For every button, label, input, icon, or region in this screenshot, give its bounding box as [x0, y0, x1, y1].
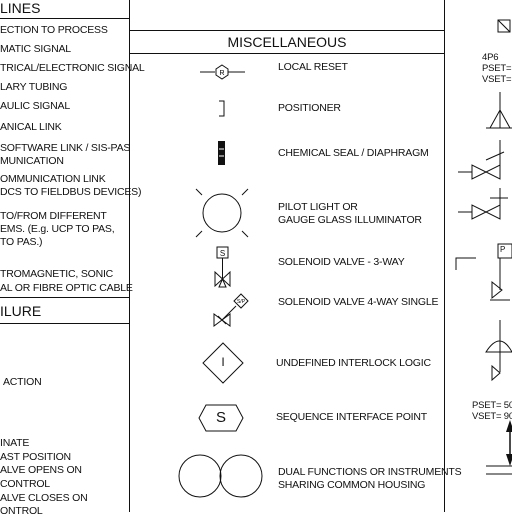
misc-header-rule-bottom	[130, 53, 444, 54]
right-panel-symbols	[455, 19, 512, 475]
solenoid-3way-label: SOLENOID VALVE - 3-WAY	[278, 256, 405, 268]
dual-circles-label-1: DUAL FUNCTIONS OR INSTRUMENTS	[278, 466, 462, 478]
solenoid-4way-label: SOLENOID VALVE 4-WAY SINGLE	[278, 296, 439, 308]
sequence-hexagon-icon	[198, 404, 244, 432]
right-bottom-label-2: VSET= 90	[472, 411, 512, 422]
local-reset-label: LOCAL RESET	[278, 61, 348, 73]
line-item-8a: TO/FROM DIFFERENT	[0, 210, 107, 222]
sequence-symbol-letter: S	[215, 409, 226, 426]
middle-column-border	[444, 0, 445, 512]
solenoid-valve-4way-icon: S/P	[213, 293, 249, 327]
line-item-8b: EMS. (E.g. UCP TO PAS,	[0, 223, 115, 235]
line-item-6a: SOFTWARE LINK / SIS-PAS	[0, 142, 131, 154]
solenoid-valve-3way-icon	[214, 246, 231, 288]
line-item-8c: TO PAS.)	[0, 236, 43, 248]
pilot-light-label-2: GAUGE GLASS ILLUMINATOR	[278, 214, 422, 226]
sequence-label: SEQUENCE INTERFACE POINT	[276, 411, 427, 423]
line-item-5: ANICAL LINK	[0, 121, 62, 133]
lines-section-title: LINES	[0, 0, 41, 16]
solenoid-3way-symbol-letter: S	[219, 249, 226, 258]
failure-item-1f: ONTROL	[0, 505, 43, 517]
left-column-border	[129, 0, 130, 512]
failure-item-1b: AST POSITION	[0, 451, 71, 463]
line-item-0: ECTION TO PROCESS	[0, 24, 108, 36]
line-item-3: LARY TUBING	[0, 81, 68, 93]
failure-item-0: ACTION	[3, 376, 42, 388]
line-item-1: MATIC SIGNAL	[0, 43, 71, 55]
interlock-diamond-icon	[202, 342, 244, 384]
dual-circles-icon	[178, 454, 263, 498]
right-top-label-1: 4P6	[482, 52, 499, 63]
svg-text:S/P: S/P	[237, 299, 246, 305]
failure-item-1d: CONTROL	[0, 478, 50, 490]
right-panel-p-letter: P	[500, 245, 506, 254]
pilot-light-icon	[195, 188, 249, 238]
right-top-label-3: VSET=	[482, 74, 512, 85]
failure-item-1c: ALVE OPENS ON	[0, 464, 82, 476]
svg-text:R: R	[219, 70, 224, 77]
interlock-label: UNDEFINED INTERLOCK LOGIC	[276, 357, 431, 369]
line-item-7a: OMMUNICATION LINK	[0, 173, 106, 185]
failure-item-1a: INATE	[0, 437, 30, 449]
interlock-symbol-letter: I	[221, 355, 225, 369]
failure-header-rule-top	[0, 297, 130, 298]
misc-section-title: MISCELLANEOUS	[227, 34, 347, 50]
line-item-4: AULIC SIGNAL	[0, 100, 70, 112]
failure-header-rule-bottom	[0, 323, 130, 324]
failure-section-title: ILURE	[0, 303, 42, 319]
right-bottom-label-1: PSET= 50	[472, 400, 512, 411]
chemical-seal-icon	[218, 141, 225, 165]
lines-header-rule	[0, 18, 130, 19]
line-item-6b: MUNICATION	[0, 155, 64, 167]
misc-header-rule-top	[130, 30, 444, 31]
line-item-9b: AL OR FIBRE OPTIC CABLE	[0, 282, 133, 294]
line-item-2: TRICAL/ELECTRONIC SIGNAL	[0, 62, 145, 74]
pilot-light-label-1: PILOT LIGHT OR	[278, 201, 358, 213]
dual-circles-label-2: SHARING COMMON HOUSING	[278, 479, 426, 491]
line-item-7b: DCS TO FIELDBUS DEVICES)	[0, 186, 142, 198]
positioner-icon	[219, 100, 225, 117]
chemical-seal-label: CHEMICAL SEAL / DIAPHRAGM	[278, 147, 429, 159]
positioner-label: POSITIONER	[278, 102, 341, 114]
right-top-label-2: PSET=	[482, 63, 512, 74]
local-reset-icon: R	[200, 64, 245, 80]
line-item-9a: TROMAGNETIC, SONIC	[0, 268, 114, 280]
failure-item-1e: ALVE CLOSES ON	[0, 492, 88, 504]
